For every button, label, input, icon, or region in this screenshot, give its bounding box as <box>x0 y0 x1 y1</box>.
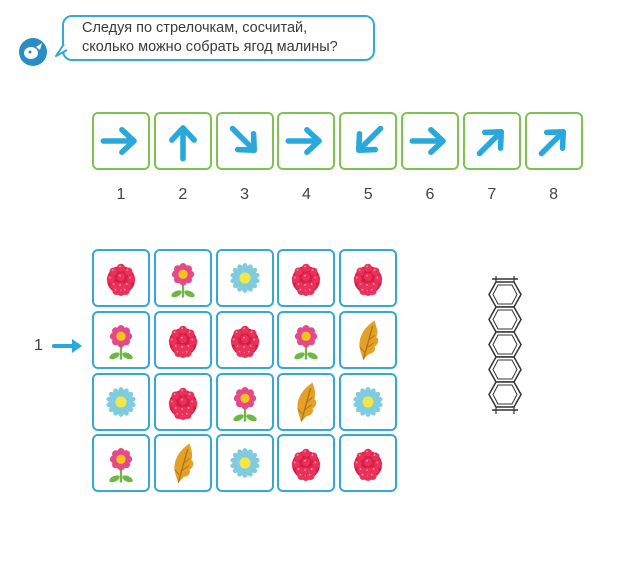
arrow-number-2: 2 <box>178 186 188 203</box>
pink-flower-icon <box>109 324 133 360</box>
arrow-cell-4 <box>277 112 336 170</box>
arrow-number-8: 8 <box>549 186 559 203</box>
arrow-number-4: 4 <box>301 186 311 203</box>
arrow-right-icon <box>285 127 323 155</box>
arrow-up-icon <box>168 125 197 162</box>
arrow-number-6: 6 <box>425 186 435 203</box>
grid-cell-r2-c4 <box>277 310 336 369</box>
grid-cell-r1-c3 <box>215 249 274 307</box>
instruction-line-1: Следуя по стрелочкам, сосчитай, <box>82 20 308 36</box>
leaf-icon <box>359 320 379 360</box>
raspberry-icon <box>292 449 321 482</box>
instruction-line-2: сколько можно собрать ягод малины? <box>82 39 338 55</box>
pink-flower-icon <box>109 448 133 483</box>
arrow-number-7: 7 <box>487 186 497 203</box>
arrow-down-right-icon <box>229 125 257 154</box>
grid-cell-r3-c1 <box>92 372 150 431</box>
grid-cell-r1-c1 <box>92 249 150 307</box>
arrow-cell-8 <box>524 112 583 170</box>
bubble-tail <box>55 44 68 57</box>
pink-flower-icon <box>171 263 195 298</box>
instruction-text: Следуя по стрелочкам, сосчитай, сколько … <box>82 19 372 57</box>
raspberry-icon <box>106 263 136 296</box>
arrow-cell-1 <box>92 112 150 170</box>
arrow-cell-6 <box>401 112 459 170</box>
grid-cell-r3-c3 <box>215 372 274 431</box>
blue-flower-icon <box>229 448 260 479</box>
arrow-right-icon <box>100 127 137 155</box>
raspberry-icon <box>292 263 321 296</box>
pink-flower-icon <box>294 324 319 360</box>
pink-flower-icon <box>232 386 257 422</box>
grid-cell-r1-c2 <box>153 249 212 307</box>
blue-flower-icon <box>106 386 136 417</box>
raspberry-icon <box>353 449 383 482</box>
arrow-up-right-icon <box>476 128 504 157</box>
grid-cell-r1-c4 <box>277 249 336 307</box>
grid-cell-r3-c4 <box>277 372 336 431</box>
grid-cell-r1-c5 <box>339 249 398 307</box>
grid-cell-r2-c5 <box>339 310 398 369</box>
arrow-cell-2 <box>153 112 212 170</box>
blue-flower-icon <box>353 386 383 417</box>
arrow-number-1: 1 <box>116 186 126 203</box>
arrow-cell-7 <box>462 112 521 170</box>
arrow-right-icon <box>409 127 446 155</box>
arrow-number-3: 3 <box>240 186 250 203</box>
instruction-bubble <box>62 15 375 61</box>
raspberry-icon <box>353 263 383 296</box>
raspberry-icon <box>168 325 198 358</box>
grid-cell-r4-c3 <box>215 434 274 493</box>
mascot-character-icon <box>19 38 47 66</box>
grid-cell-r4-c4 <box>277 434 336 493</box>
grid-cell-r2-c1 <box>92 310 150 369</box>
grid-cell-r3-c2 <box>153 372 212 431</box>
grid-cell-r2-c2 <box>153 310 212 369</box>
start-arrow-icon <box>52 339 82 353</box>
arrow-cell-5 <box>339 112 398 170</box>
arrow-number-5: 5 <box>363 186 373 203</box>
arrow-up-right-icon <box>538 128 566 157</box>
arrow-cell-3 <box>215 112 274 170</box>
leaf-icon <box>297 382 317 422</box>
grid-cell-r4-c1 <box>92 434 150 493</box>
arrow-down-left-icon <box>356 125 384 154</box>
raspberry-icon <box>168 387 198 420</box>
grid-cell-r3-c5 <box>339 372 398 431</box>
grid-cell-r4-c5 <box>339 434 398 493</box>
start-label: 1 <box>34 337 43 354</box>
raspberry-icon <box>230 325 259 358</box>
answer-hexagon-column[interactable] <box>486 276 524 416</box>
grid-cell-r4-c2 <box>153 434 212 493</box>
blue-flower-icon <box>229 263 260 293</box>
grid-cell-r2-c3 <box>215 310 274 369</box>
leaf-icon <box>174 443 194 484</box>
